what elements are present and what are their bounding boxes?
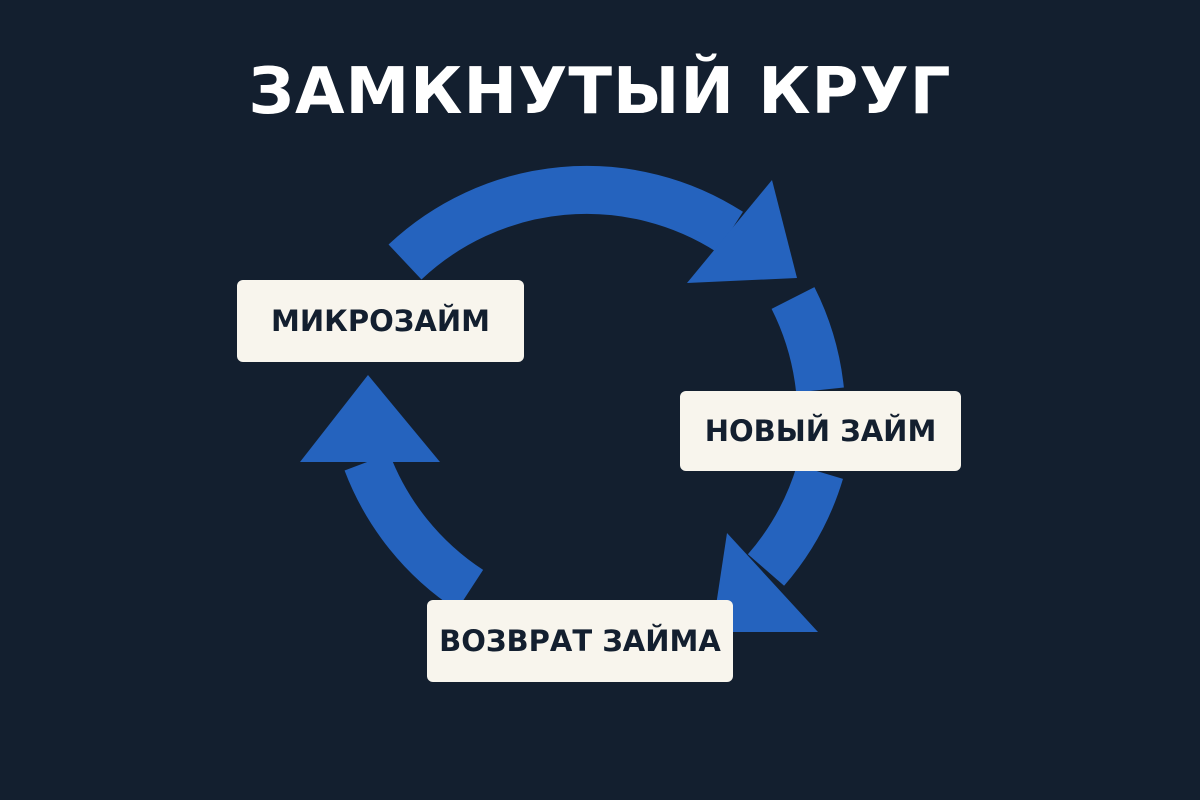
node-microloan-label: МИКРОЗАЙМ	[271, 304, 490, 338]
node-new-loan: НОВЫЙ ЗАЙМ	[680, 391, 961, 471]
arrow-arc-lower-right	[747, 464, 843, 586]
arrowhead-top-right	[687, 180, 797, 283]
page-title: ЗАМКНУТЫЙ КРУГ	[248, 55, 952, 129]
arrow-arc-top	[388, 165, 743, 280]
node-microloan: МИКРОЗАЙМ	[237, 280, 524, 362]
arrow-arc-left	[344, 453, 484, 611]
arrowhead-bottom-right	[712, 533, 818, 632]
node-new-loan-label: НОВЫЙ ЗАЙМ	[704, 414, 937, 448]
node-loan-repayment: ВОЗВРАТ ЗАЙМА	[427, 600, 733, 682]
node-loan-repayment-label: ВОЗВРАТ ЗАЙМА	[439, 624, 721, 658]
arrow-arc-right	[771, 287, 844, 393]
arrowhead-left	[300, 375, 440, 462]
